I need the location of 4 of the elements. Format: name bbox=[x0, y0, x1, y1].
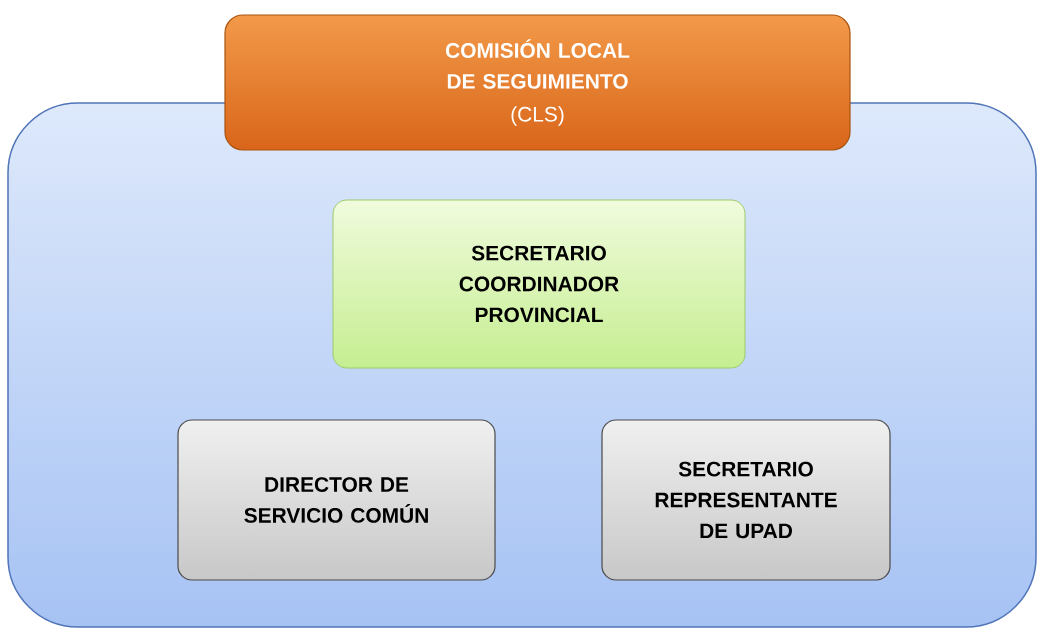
process-box: SECRETARIO REPRESENTANTE DE UPAD bbox=[601, 419, 891, 581]
title-box: COMISIÓN LOCAL DE SEGUIMIENTO (CLS) bbox=[224, 14, 851, 151]
process-box: DIRECTOR DE SERVICIO COMÚN bbox=[177, 419, 496, 581]
process-box: SECRETARIO COORDINADOR PROVINCIAL bbox=[332, 199, 746, 369]
